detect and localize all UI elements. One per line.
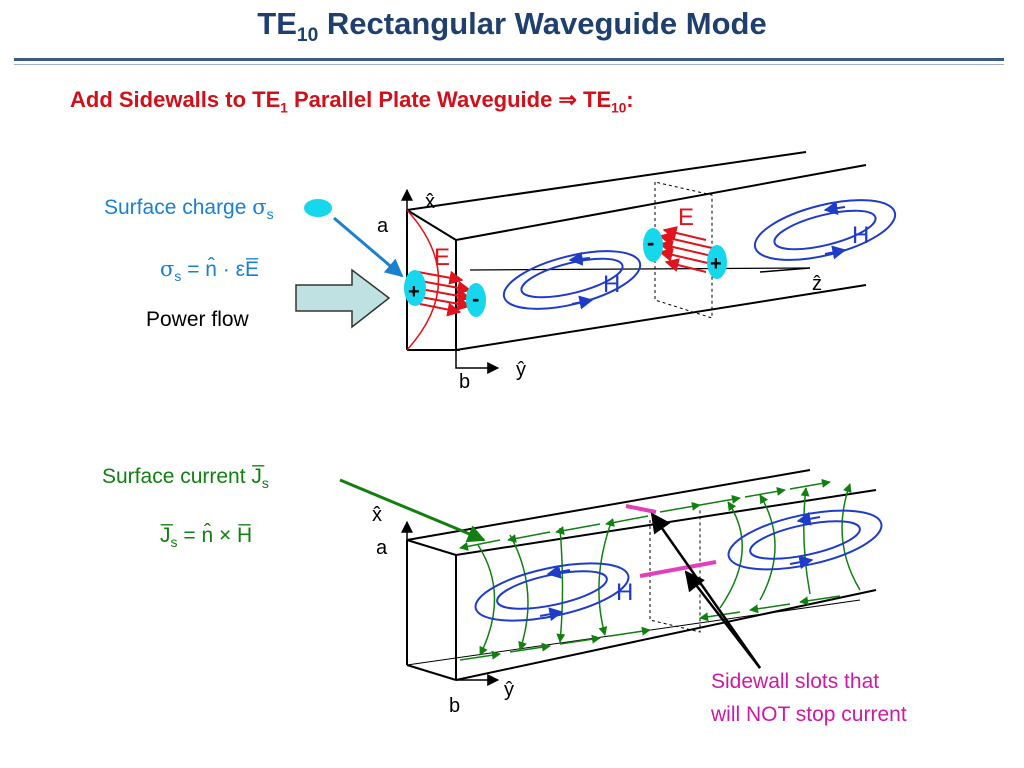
bottom-axis-y-label: ŷ [504, 679, 514, 701]
subtitle: Add Sidewalls to TE1 Parallel Plate Wave… [70, 87, 634, 116]
top-plus-right: + [710, 253, 722, 275]
bottom-current-arrows-top [459, 478, 831, 551]
sidewall-slots-label-line2: will NOT stop current [711, 703, 907, 726]
surface-current-pointer [339, 478, 486, 543]
slide-title: TE10 Rectangular Waveguide Mode [257, 6, 767, 47]
surface-charge-label: Surface charge σs [104, 195, 274, 223]
power-flow-arrow [295, 268, 391, 329]
bottom-current-curves [477, 483, 861, 656]
top-wg-top-left-edge [406, 209, 457, 241]
top-waveguide [406, 151, 867, 351]
top-wg-front-bottom-edge [455, 284, 867, 351]
top-dim-a: a [377, 215, 389, 237]
power-flow-label: Power flow [146, 308, 249, 331]
bottom-wg-top-left-edge [406, 539, 457, 556]
e-field-profile [406, 209, 440, 351]
bottom-wg-front-bottom-edge [455, 589, 877, 681]
surface-current-label: Surface current J̅s [102, 465, 269, 492]
top-e-label-left: E [434, 244, 450, 271]
slot-pointers [650, 512, 762, 669]
top-h-label-right: H [852, 222, 869, 249]
top-plus-left: + [408, 281, 420, 303]
top-wg-front-top-edge [455, 164, 867, 241]
bottom-axes [401, 520, 500, 686]
bottom-h-label: H [616, 579, 633, 606]
top-e-arrows-right [658, 226, 713, 273]
top-charge-blobs [404, 228, 727, 317]
sidewall-slots-label-line1: Sidewall slots that [711, 670, 880, 693]
top-axis-x-label: x̂ [425, 191, 435, 213]
top-minus-left: - [472, 286, 479, 311]
top-axis-y-label: ŷ [516, 359, 526, 381]
top-minus-right: - [647, 230, 654, 255]
top-dim-b: b [459, 371, 470, 393]
top-h-loops [502, 199, 897, 310]
top-axis-z-label: ẑ [812, 273, 822, 295]
surface-charge-equation: σs = n̂ · εE̅ [160, 257, 259, 285]
surface-charge-pointer [333, 216, 404, 278]
top-wg-back-top-edge [406, 151, 807, 211]
bottom-dim-a: a [376, 537, 388, 559]
top-axes [401, 188, 811, 374]
top-h-label-left: H [603, 271, 620, 298]
top-e-label-right: E [678, 204, 694, 231]
bottom-h-loops [474, 509, 883, 622]
bottom-dim-b: b [449, 695, 460, 717]
sigma-highlight [304, 199, 332, 217]
title-divider [14, 58, 1004, 61]
surface-current-equation: J̅s = n̂ × H̅ [160, 524, 253, 551]
bottom-axis-x-label: x̂ [372, 504, 382, 526]
sidewall-slots [625, 504, 717, 578]
title-divider-thin [14, 64, 1004, 65]
bottom-current-arrows-bottom [459, 595, 841, 661]
